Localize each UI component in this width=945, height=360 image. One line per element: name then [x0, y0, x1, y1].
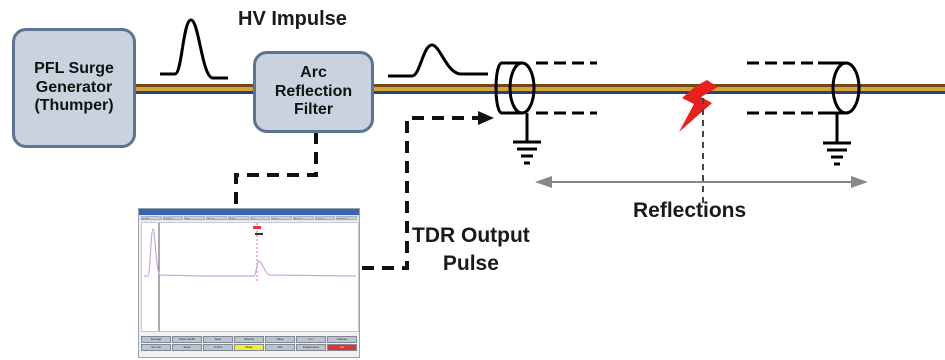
tdr-store-button[interactable]: Store: [172, 344, 202, 351]
tdr-output-pulse-label: TDR Output Pulse: [412, 222, 530, 279]
tdr-menu-item: Pulse: [227, 216, 249, 220]
tdr-mode-button[interactable]: Mode: [234, 344, 264, 351]
tdr-menu-item: Vel: [249, 216, 271, 220]
filtered-impulse-waveform: [388, 43, 488, 78]
tdr-trace-plot: [141, 222, 359, 332]
tdr-status-bar: [141, 351, 357, 356]
filter-label-line-3: Filter: [293, 101, 334, 119]
tdr-title-bar: [139, 209, 359, 215]
tdr-button-row-1: Storage Pulse Width Gain Velocity Save Z…: [141, 336, 357, 343]
tdr-button-row-2: Set Vel Store X-Pos Mode File Preference…: [141, 344, 357, 351]
filter-label-line-1: Arc: [300, 64, 327, 82]
tdr-preferences-button[interactable]: Preferences: [296, 344, 326, 351]
tdr-storage-button[interactable]: Storage: [141, 336, 171, 343]
main-cable: [135, 84, 945, 94]
tdr-zero-button[interactable]: Zero: [296, 336, 326, 343]
left-cable-end: [494, 61, 597, 165]
filter-label-line-2: Reflection: [274, 82, 353, 100]
tdr-capture-button[interactable]: Capture: [327, 336, 357, 343]
tdr-menu-bar: Cable Setting Dis Zoom Pulse Vel Gain Ra…: [139, 215, 359, 221]
tdr-output-pulse-path: [362, 116, 478, 270]
tdr-menu-item: Zoom: [206, 216, 227, 220]
tdr-save-button[interactable]: Save: [265, 336, 295, 343]
generator-label-line-3: (Thumper): [34, 97, 114, 115]
reflections-label: Reflections: [633, 199, 747, 222]
tdr-set-vel-button[interactable]: Set Vel: [141, 344, 171, 351]
tdr-menu-item: Dis: [184, 216, 206, 220]
tdr-arc-button[interactable]: Arc: [327, 344, 357, 351]
tdr-menu-item: Setting: [162, 216, 184, 220]
tdr-screen: Cable Setting Dis Zoom Pulse Vel Gain Ra…: [138, 208, 360, 358]
pfl-surge-generator-box: PFL Surge Generator (Thumper): [12, 28, 136, 148]
tdr-gain-button[interactable]: Gain: [203, 336, 233, 343]
tdr-menu-item: Range: [292, 216, 314, 220]
fault-lightning-icon: [679, 80, 718, 132]
right-cable-end: [747, 61, 861, 166]
tdr-file-button[interactable]: File: [265, 344, 295, 351]
generator-label-line-1: PFL Surge: [34, 60, 114, 78]
hv-impulse-label: HV Impulse: [238, 8, 347, 30]
tdr-trace-svg: [144, 223, 357, 331]
tdr-output-line-2: Pulse: [442, 252, 499, 276]
tdr-menu-item: Gain: [271, 216, 292, 220]
tdr-output-arrowhead: [478, 111, 494, 125]
tdr-pulse-width-button[interactable]: Pulse Width: [172, 336, 202, 343]
filter-to-tdr-link: [234, 132, 318, 212]
tdr-xpos-button[interactable]: X-Pos: [203, 344, 233, 351]
reflections-arrow: [535, 176, 868, 188]
tdr-menu-item: Options: [336, 216, 358, 220]
tdr-menu-item: Cursor: [314, 216, 336, 220]
generator-label-line-2: Generator: [35, 78, 113, 96]
tdr-velocity-button[interactable]: Velocity: [234, 336, 264, 343]
tdr-menu-item: Cable: [141, 216, 162, 220]
tdr-output-line-1: TDR Output: [412, 224, 530, 247]
hv-impulse-waveform: [160, 18, 228, 80]
arc-reflection-filter-box: Arc Reflection Filter: [253, 51, 374, 133]
